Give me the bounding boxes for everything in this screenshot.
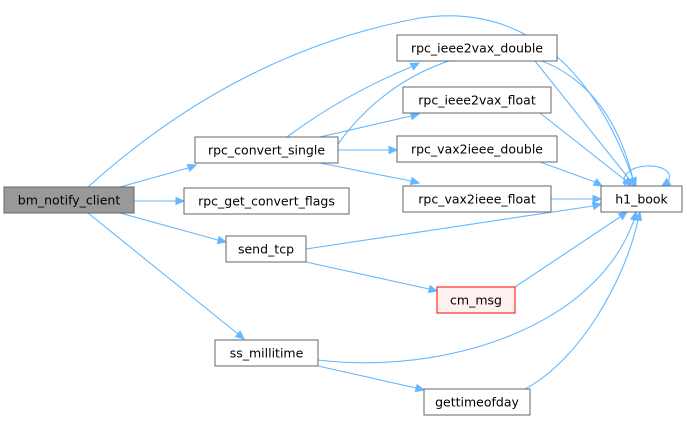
call-edges <box>87 15 672 393</box>
node-box <box>396 34 558 62</box>
edge-line <box>524 219 639 390</box>
node-label: cm_msg <box>450 293 502 308</box>
edge-gettimeofday-to-h1 <box>524 210 643 390</box>
edge-ieee2vax-double-to-h1 <box>534 60 636 187</box>
edge-line <box>119 212 219 241</box>
node-label: send_tcp <box>238 242 294 257</box>
edge-line <box>305 205 594 250</box>
node-label: rpc_ieee2vax_double <box>411 41 543 56</box>
node-label: bm_notify_client <box>18 193 121 208</box>
node-box <box>600 185 683 213</box>
node-box <box>183 187 350 215</box>
edge-send-tcp-to-h1 <box>305 201 603 250</box>
node-rpc-get-convert-flags[interactable]: rpc_get_convert_flags <box>183 187 350 215</box>
edge-arrowhead <box>621 176 632 187</box>
edge-line <box>317 219 635 364</box>
node-label: rpc_get_convert_flags <box>198 194 335 209</box>
edge-arrowhead <box>175 196 186 206</box>
edge-line <box>514 216 621 288</box>
edge-line <box>286 66 412 138</box>
node-label: gettimeofday <box>435 395 519 410</box>
node-label: h1_book <box>615 192 668 207</box>
edge-line <box>317 365 417 389</box>
edge-arrowhead <box>626 176 636 187</box>
edge-send-tcp-to-cm-msg <box>305 261 439 294</box>
edge-line <box>319 115 412 138</box>
edge-arrowhead <box>660 177 672 187</box>
edge-line <box>534 60 631 181</box>
edge-bm-to-ss-millitime <box>87 212 245 340</box>
node-box <box>225 235 307 263</box>
node-h1-book[interactable]: h1_book <box>600 185 683 213</box>
node-box <box>436 286 516 314</box>
edge-line <box>539 161 596 183</box>
edge-line <box>539 112 626 181</box>
node-box <box>402 86 552 114</box>
node-box <box>423 388 531 416</box>
node-label: ss_millitime <box>230 346 304 361</box>
node-rpc-ieee2vax-double[interactable]: rpc_ieee2vax_double <box>396 34 558 62</box>
node-gettimeofday[interactable]: gettimeofday <box>423 388 531 416</box>
node-box <box>3 186 135 214</box>
edge-vax2ieee-float-to-h1 <box>551 194 603 204</box>
edge-arrowhead <box>216 235 228 245</box>
edge-arrowhead <box>388 145 399 155</box>
edge-single-to-h1-book <box>337 52 637 188</box>
edge-ieee2vax-float-to-h1 <box>539 112 632 187</box>
edge-bm-to-get-convert-flags <box>134 196 186 206</box>
edge-arrowhead <box>592 194 603 204</box>
edge-arrowhead <box>186 163 198 172</box>
node-cm-msg[interactable]: cm_msg <box>436 286 516 314</box>
edge-single-to-vax2ieee-float <box>319 162 421 186</box>
edge-ss-millitime-to-gettimeofday <box>317 365 426 393</box>
edge-arrowhead <box>592 178 604 187</box>
edge-arrowhead <box>427 284 439 294</box>
node-box <box>194 136 339 164</box>
node-label: rpc_convert_single <box>208 143 325 158</box>
edge-line <box>319 162 412 182</box>
edge-arrowhead <box>409 111 421 121</box>
edge-arrowhead <box>234 330 245 340</box>
node-label: rpc_vax2ieee_float <box>418 192 536 207</box>
edge-cm-msg-to-h1 <box>514 211 629 288</box>
node-ss-millitime[interactable]: ss_millitime <box>214 339 319 367</box>
node-box <box>396 135 558 163</box>
edge-line <box>87 15 634 188</box>
node-rpc-vax2ieee-double[interactable]: rpc_vax2ieee_double <box>396 135 558 163</box>
edge-vax2ieee-double-to-h1 <box>539 161 604 187</box>
edge-arrowhead <box>633 210 643 222</box>
edge-arrowhead <box>409 176 421 186</box>
edge-single-to-vax2ieee-double <box>338 145 399 155</box>
edge-bm-to-convert-single <box>119 163 198 188</box>
edge-single-to-ieee2vax-double <box>286 62 421 138</box>
edge-single-to-ieee2vax-float <box>319 111 421 138</box>
node-rpc-vax2ieee-float[interactable]: rpc_vax2ieee_float <box>402 185 552 213</box>
edge-line <box>623 165 671 187</box>
edge-line <box>305 261 430 290</box>
edge-line <box>87 212 239 335</box>
node-rpc-convert-single[interactable]: rpc_convert_single <box>194 136 339 164</box>
edge-h1-self-loop <box>623 165 672 187</box>
edge-arrowhead <box>414 383 426 393</box>
edge-arrowhead <box>409 62 421 71</box>
node-send-tcp[interactable]: send_tcp <box>225 235 307 263</box>
node-label: rpc_ieee2vax_float <box>418 93 536 108</box>
edge-line <box>119 167 189 188</box>
node-box <box>214 339 319 367</box>
node-bm-notify-client[interactable]: bm_notify_client <box>3 186 135 214</box>
edge-arrowhead <box>617 211 629 221</box>
edge-arrowhead <box>591 201 603 211</box>
node-box <box>402 185 552 213</box>
edge-bm-to-send-tcp <box>119 212 228 245</box>
node-rpc-ieee2vax-float[interactable]: rpc_ieee2vax_float <box>402 86 552 114</box>
node-label: rpc_vax2ieee_double <box>411 142 543 157</box>
